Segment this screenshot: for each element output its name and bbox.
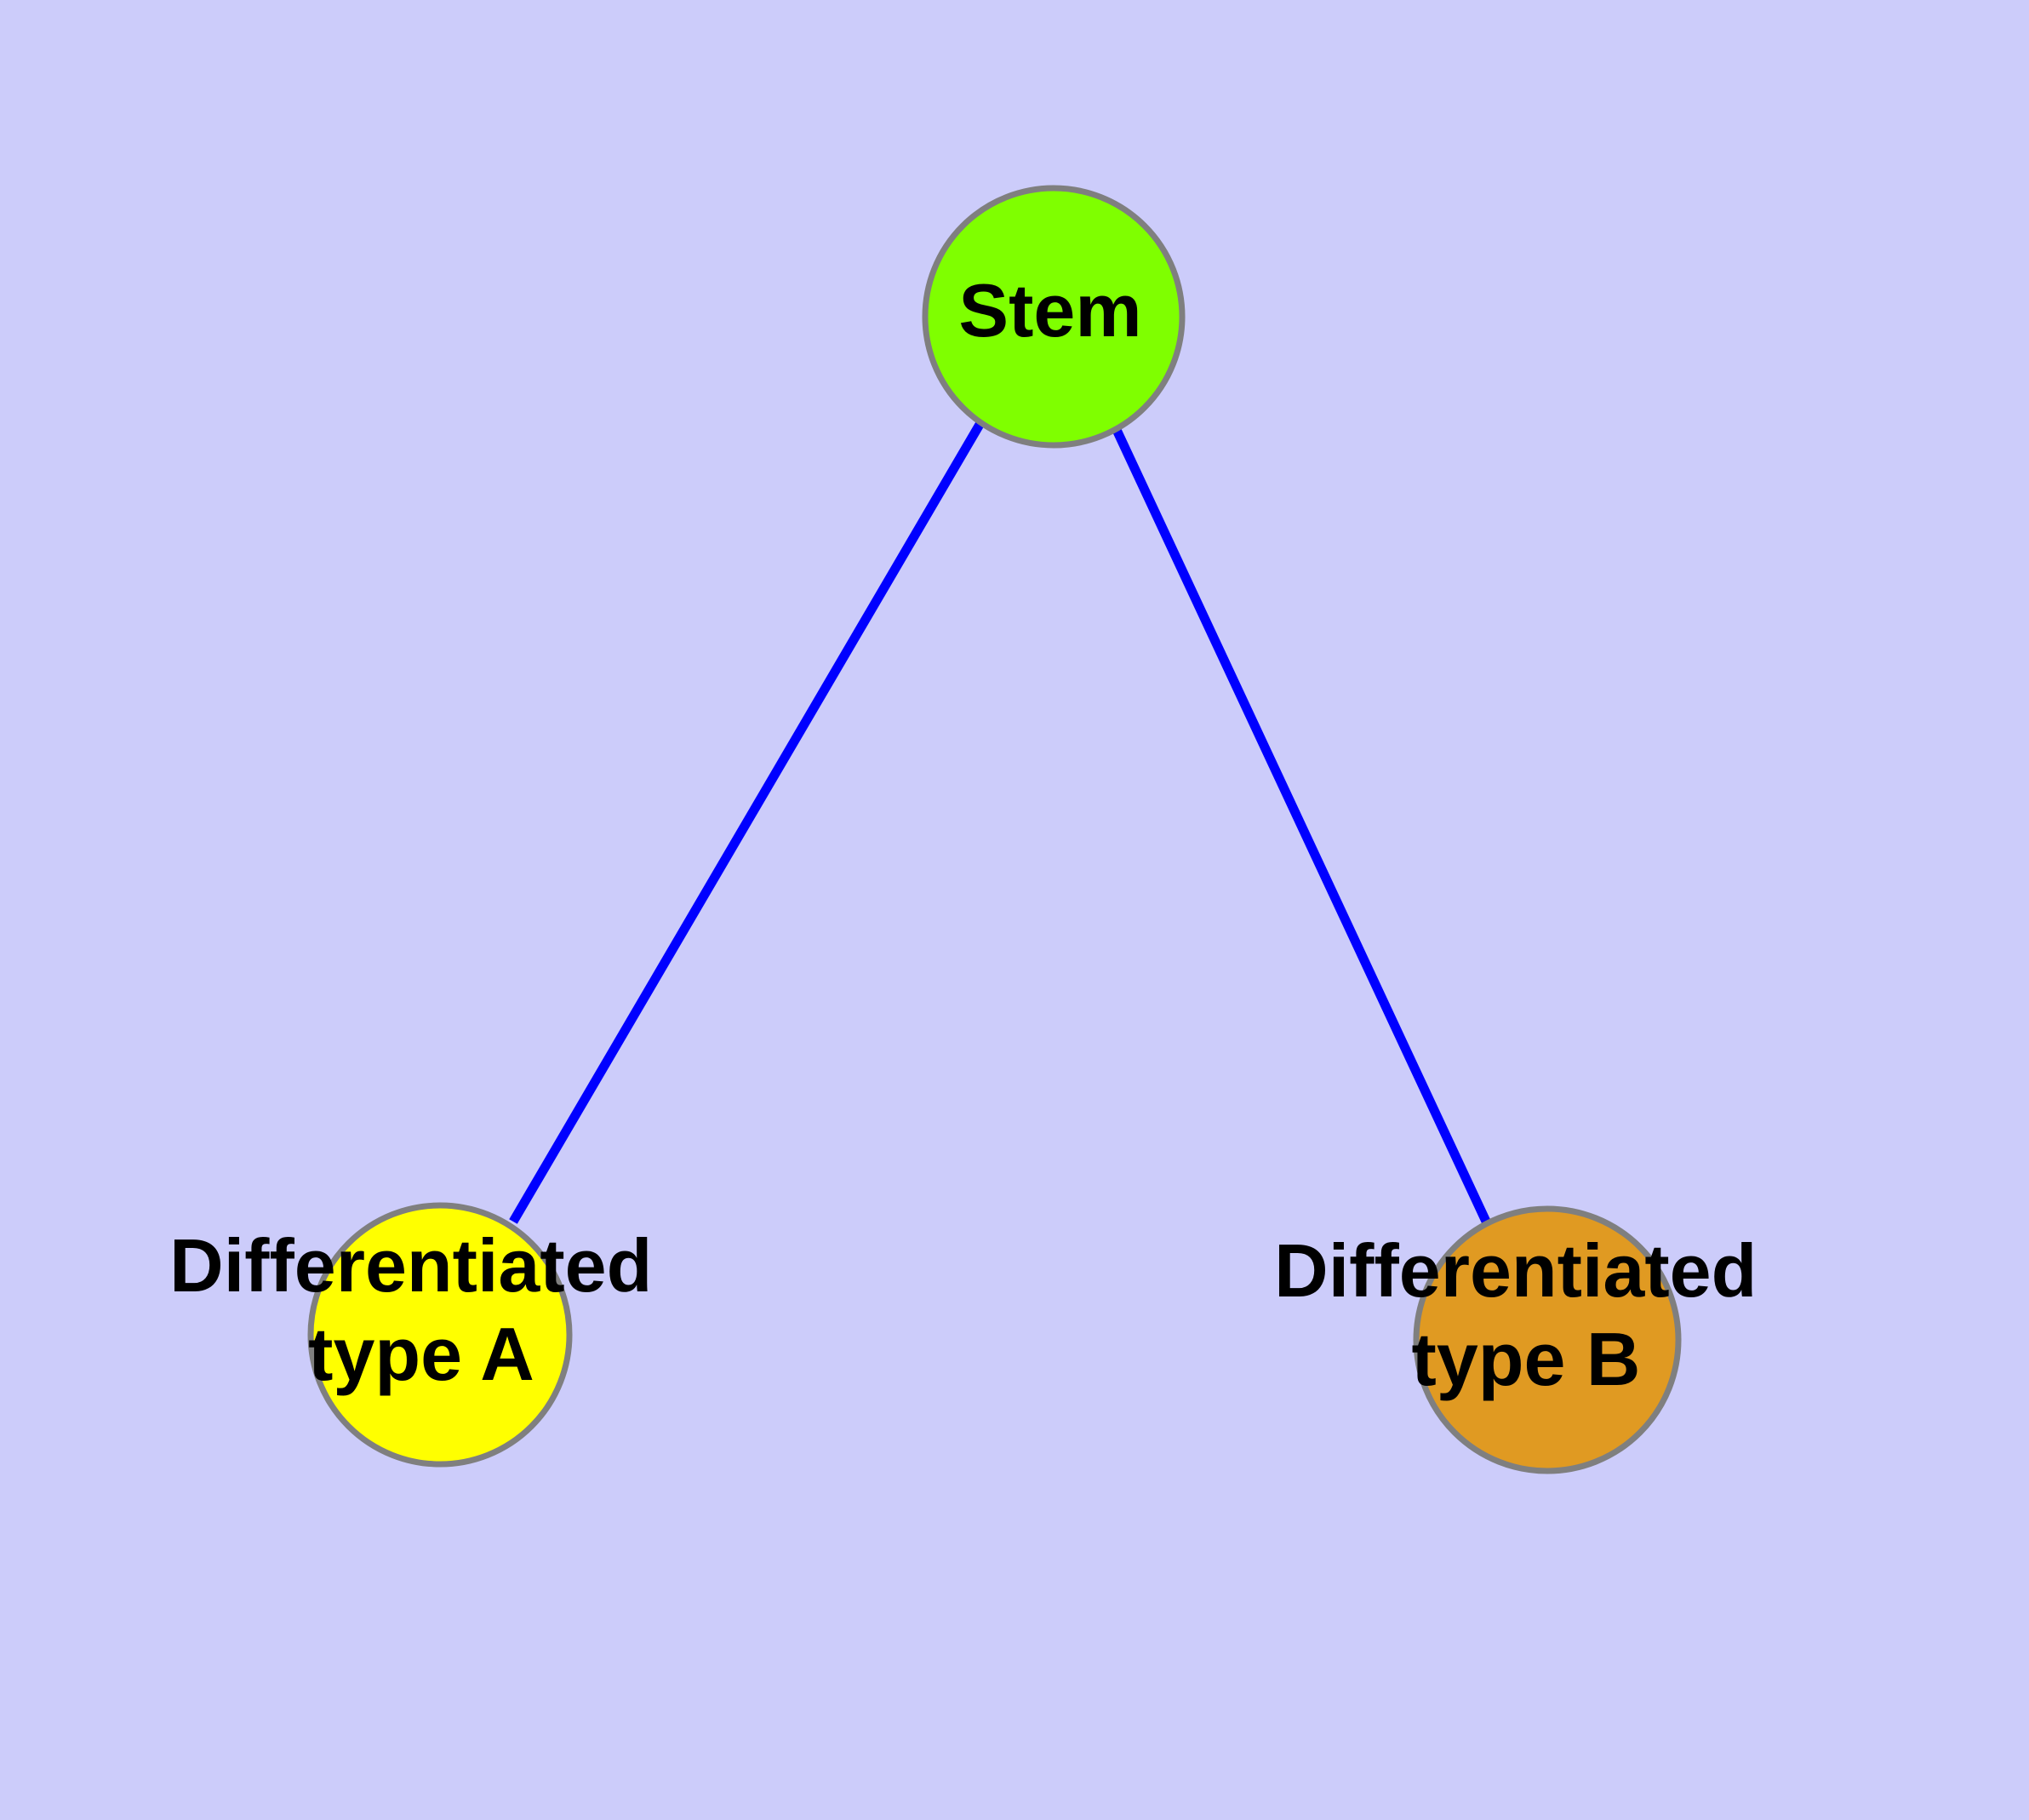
node-diff-a-label-line1: Differentiated bbox=[169, 1223, 652, 1308]
node-stem-circle[interactable] bbox=[922, 185, 1186, 449]
edges-group bbox=[509, 421, 1492, 1228]
node-stem-label-line1: Stem bbox=[958, 268, 1141, 352]
node-diff-b-label: Differentiated type B bbox=[1274, 1228, 1778, 1401]
node-diff-a-label-line2: type A bbox=[308, 1312, 534, 1396]
node-diff-a-label: Differentiated type A bbox=[169, 1223, 673, 1396]
edge-stem-to-diff-b[interactable] bbox=[1112, 427, 1492, 1228]
node-stem-label: Stem bbox=[958, 268, 1141, 352]
node-diff-b-label-line2: type B bbox=[1412, 1317, 1641, 1401]
node-diff-b[interactable]: Differentiated type B bbox=[1274, 1205, 1778, 1474]
node-diff-b-label-line1: Differentiated bbox=[1274, 1228, 1757, 1313]
node-diff-b-circle[interactable] bbox=[1413, 1205, 1682, 1474]
node-diff-a-circle[interactable] bbox=[307, 1202, 573, 1468]
node-stem[interactable]: Stem bbox=[922, 185, 1186, 449]
edge-stem-to-diff-a[interactable] bbox=[509, 421, 985, 1224]
node-diff-a[interactable]: Differentiated type A bbox=[169, 1202, 673, 1468]
